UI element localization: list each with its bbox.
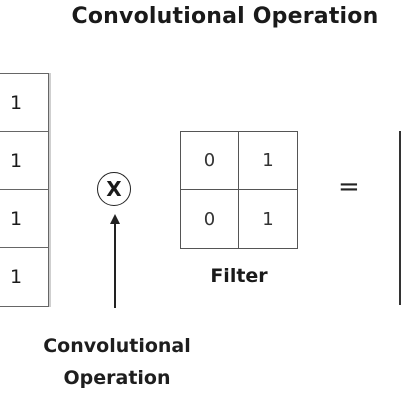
input-cell: 1	[10, 266, 23, 288]
filter-cell: 0	[181, 132, 239, 190]
filter-matrix: 0 1 0 1	[180, 131, 298, 249]
diagram-title: Convolutional Operation	[71, 4, 379, 29]
input-cell: 1	[0, 74, 48, 132]
filter-cell: 1	[262, 208, 274, 230]
filter-label: Filter	[210, 265, 268, 287]
input-cell: 1	[0, 190, 48, 248]
convolution-operator-label: Convolutional Operation	[22, 330, 212, 394]
convolution-operator-icon: X	[97, 172, 131, 206]
operator-pointer-arrow	[110, 214, 120, 308]
arrow-head	[110, 214, 120, 224]
filter-cell: 1	[239, 132, 297, 190]
convolution-label-line2: Operation	[63, 367, 171, 389]
input-matrix: 1 1 1 1	[0, 73, 49, 307]
input-cell: 1	[0, 132, 48, 190]
output-matrix-edge	[399, 131, 401, 305]
convolution-label-line1: Convolutional	[43, 335, 191, 357]
filter-cell: 0	[181, 190, 239, 248]
equals-sign: =	[338, 172, 360, 202]
